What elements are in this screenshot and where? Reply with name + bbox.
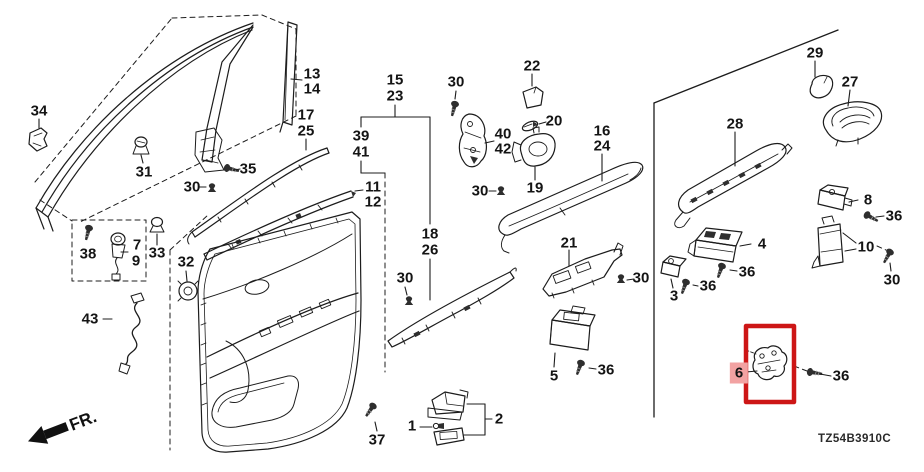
part-label-30: 30 bbox=[471, 182, 489, 200]
part-label-32: 32 bbox=[177, 253, 195, 271]
part-label-21: 21 bbox=[560, 234, 578, 252]
part-label-36: 36 bbox=[597, 361, 615, 379]
part-label-36: 36 bbox=[699, 277, 717, 295]
part-label-43: 43 bbox=[81, 310, 99, 328]
door-sash-strip bbox=[279, 21, 298, 133]
tweeter-speaker-7-9 bbox=[110, 232, 126, 281]
part-label-26: 26 bbox=[421, 241, 439, 259]
part-label-33: 33 bbox=[148, 244, 166, 262]
sub-switch-5 bbox=[549, 305, 596, 351]
master-switch-4 bbox=[687, 227, 743, 263]
part-label-30: 30 bbox=[632, 269, 650, 287]
cap-29 bbox=[809, 74, 834, 99]
part-label-36: 36 bbox=[832, 367, 850, 385]
part-label-41: 41 bbox=[352, 143, 370, 161]
part-label-30: 30 bbox=[447, 73, 465, 91]
fr-arrow-tail bbox=[43, 422, 69, 440]
trim-garnish-18-26 bbox=[387, 267, 517, 348]
grommet-32 bbox=[177, 280, 199, 302]
switch-panel-garnish-21 bbox=[542, 242, 624, 299]
section-divider bbox=[653, 29, 839, 418]
inner-handle-27 bbox=[822, 101, 883, 147]
part-label-30: 30 bbox=[183, 178, 201, 196]
part-label-22: 22 bbox=[523, 57, 541, 75]
clip-33 bbox=[149, 216, 165, 233]
part-label-39: 39 bbox=[352, 127, 370, 145]
part-label-4: 4 bbox=[757, 235, 767, 253]
fr-arrow-head bbox=[27, 426, 49, 444]
part-label-11: 11 bbox=[365, 178, 381, 196]
part-label-1: 1 bbox=[407, 417, 417, 435]
cap-22 bbox=[522, 86, 544, 109]
part-label-10: 10 bbox=[857, 238, 875, 256]
diagram-code: TZ54B3910C bbox=[818, 433, 892, 445]
part-label-20: 20 bbox=[545, 112, 563, 130]
part-label-3: 3 bbox=[669, 287, 679, 305]
door-trim-panel bbox=[197, 211, 362, 453]
part-label-38: 38 bbox=[79, 245, 97, 263]
latch-actuator-40-42 bbox=[458, 113, 487, 168]
grab-handle-16-24 bbox=[498, 161, 644, 254]
part-label-25: 25 bbox=[297, 122, 315, 140]
leader-lines bbox=[38, 60, 892, 436]
wire-harness-43 bbox=[118, 292, 145, 375]
handle-garnish-28 bbox=[674, 142, 793, 229]
part-label-19: 19 bbox=[526, 179, 544, 197]
part-label-6: 6 bbox=[729, 362, 749, 384]
part-label-30: 30 bbox=[883, 271, 901, 289]
part-label-14: 14 bbox=[303, 80, 321, 98]
part-label-28: 28 bbox=[726, 115, 744, 133]
part-label-24: 24 bbox=[593, 137, 611, 155]
part-label-23: 23 bbox=[386, 87, 404, 105]
part-label-29: 29 bbox=[806, 44, 824, 62]
switch-3 bbox=[660, 255, 687, 278]
part-label-40: 40 bbox=[494, 125, 512, 143]
part-label-15: 15 bbox=[386, 71, 404, 89]
front-weatherstrip-17-25 bbox=[187, 147, 330, 245]
part-label-13: 13 bbox=[303, 65, 321, 83]
part-label-7: 7 bbox=[132, 236, 142, 254]
courtesy-lamp-assembly bbox=[427, 389, 469, 446]
fr-direction-arrow: FR. bbox=[27, 407, 99, 444]
part-label-2: 2 bbox=[494, 410, 504, 428]
part-label-8: 8 bbox=[863, 191, 873, 209]
part-label-34: 34 bbox=[30, 102, 48, 120]
bulb-1 bbox=[432, 422, 444, 430]
construction-dashes bbox=[34, 14, 887, 451]
part-label-37: 37 bbox=[368, 431, 386, 449]
switch-8 bbox=[817, 184, 853, 211]
part-label-9: 9 bbox=[131, 252, 141, 270]
latch-part-6 bbox=[745, 345, 788, 381]
part-label-17: 17 bbox=[297, 106, 315, 124]
part-label-42: 42 bbox=[494, 140, 512, 158]
part-label-12: 12 bbox=[364, 193, 382, 211]
part-label-18: 18 bbox=[421, 225, 439, 243]
bracket-34 bbox=[28, 127, 48, 152]
part-label-36: 36 bbox=[738, 263, 756, 281]
handle-case-19 bbox=[511, 126, 556, 167]
clip-31 bbox=[132, 136, 150, 155]
part-label-30: 30 bbox=[396, 269, 414, 287]
part-label-5: 5 bbox=[549, 367, 559, 385]
part-label-31: 31 bbox=[135, 163, 153, 181]
part-label-35: 35 bbox=[239, 160, 257, 178]
part-label-27: 27 bbox=[841, 73, 859, 91]
control-unit-10 bbox=[811, 215, 844, 269]
part-label-16: 16 bbox=[593, 122, 611, 140]
window-run-channel bbox=[35, 22, 254, 232]
clip-20 bbox=[521, 120, 539, 132]
part-label-36: 36 bbox=[885, 207, 903, 225]
